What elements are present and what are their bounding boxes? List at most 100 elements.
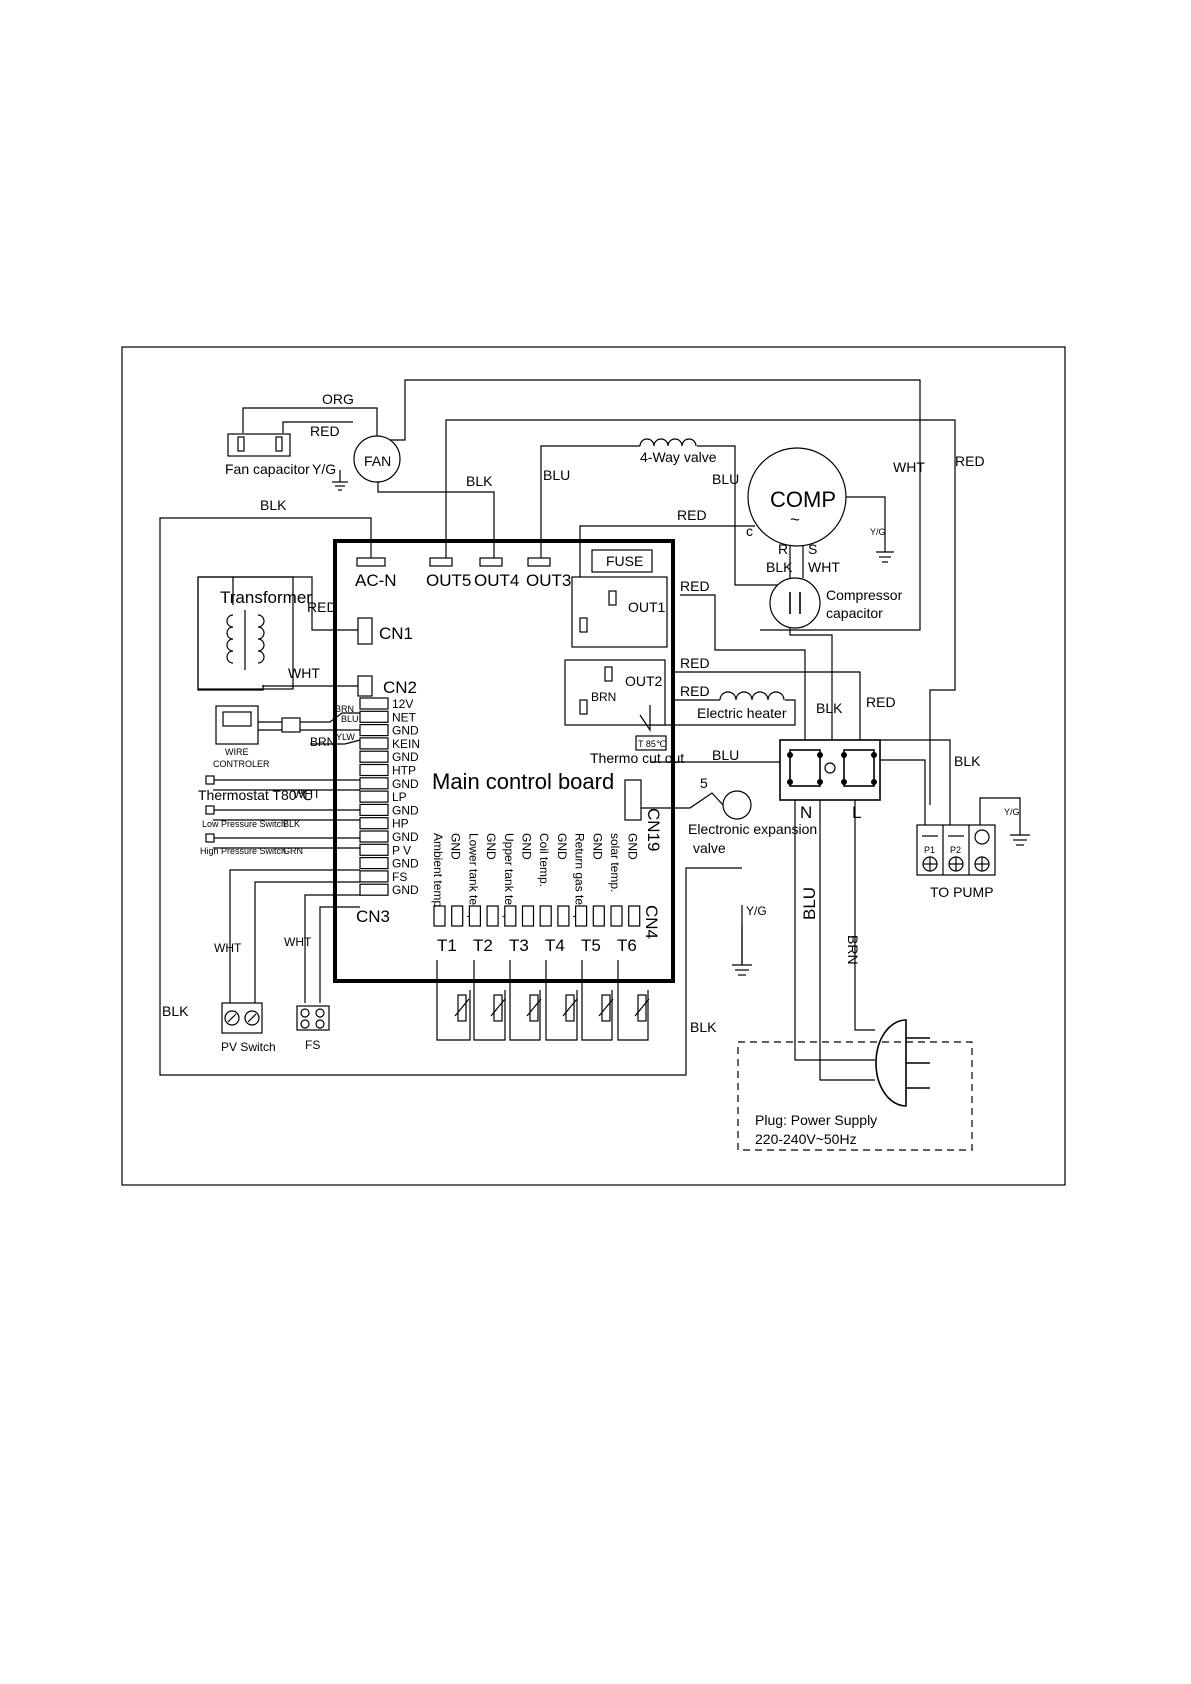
relay-out1 <box>571 576 668 648</box>
blu-vertical-label: BLU <box>800 887 819 920</box>
thermistor-arrow <box>526 998 542 1017</box>
cn2-wire-label: WHT <box>288 665 320 681</box>
thermistor-arrow <box>562 998 578 1017</box>
wire-controller-label-2: CONTROLER <box>213 759 270 769</box>
heater-coil-icon <box>719 691 785 701</box>
pv-switch <box>221 1002 263 1034</box>
sensor-pin-10 <box>610 905 623 927</box>
cn3-pin-12 <box>359 856 389 870</box>
thermistor-arrow <box>634 998 650 1017</box>
main-control-board <box>333 539 675 983</box>
blu-term-label: BLU <box>712 747 739 763</box>
cn3-pin-label: GND <box>392 777 419 791</box>
sensor-t6: T6 <box>617 936 637 955</box>
plug-power-supply-box <box>737 1041 973 1151</box>
cn3-pin-2 <box>359 723 389 737</box>
kein-wire-label: BRN <box>310 735 335 749</box>
cn3-pin-label: GND <box>392 803 419 817</box>
sensor-pin-1 <box>451 905 464 927</box>
thermostat-label: Thermostat T80℃ <box>198 787 312 803</box>
pv-wire-label: WHT <box>214 941 242 955</box>
heater-red-label: RED <box>680 683 710 699</box>
sensor-pin-label: GND <box>520 833 534 860</box>
term-blk-label: BLK <box>816 700 843 716</box>
cn3-pin-7 <box>359 790 389 803</box>
plug-label-1: Plug: Power Supply <box>755 1112 877 1128</box>
connector-cn19: CN19 <box>644 808 663 851</box>
connector-cn2: CN2 <box>383 678 417 697</box>
org-wire-label: ORG <box>322 391 354 407</box>
cn1-wire-label: RED <box>307 599 337 615</box>
cn3-pin-label: GND <box>392 750 419 764</box>
sensor-pin-label: GND <box>626 833 640 860</box>
terminal-l-label: L <box>852 803 861 822</box>
out3-wire-label: BLU <box>543 467 570 483</box>
pump-p1-label: P1 <box>924 845 935 855</box>
wire-controller-label-1: WIRE <box>225 747 249 757</box>
sensor-pin-9 <box>592 905 605 927</box>
comp-yg-label: Y/G <box>870 527 886 537</box>
sensor-pin-label: GND <box>555 833 569 860</box>
fs-label: FS <box>305 1038 320 1052</box>
eev-number: 5 <box>700 775 708 791</box>
comp-r-wire-label: BLK <box>766 559 793 575</box>
connector-out5: OUT5 <box>426 571 471 590</box>
comp-cap-label-1: Compressor <box>826 587 903 603</box>
sensor-pin-label: GND <box>590 833 604 860</box>
connector-out3: OUT3 <box>526 571 571 590</box>
plug-icon <box>875 1019 930 1107</box>
comp-pin-c: c <box>746 523 753 539</box>
pump-blk-label: BLK <box>954 753 981 769</box>
cn3-pin-label: KEIN <box>392 737 420 751</box>
comp-c-wire-label: RED <box>677 507 707 523</box>
low-pressure-label: Low Pressure Switch <box>202 819 286 829</box>
transformer-outline <box>197 576 294 690</box>
sensor-pin-label: GND <box>449 833 463 860</box>
thermo-cutout-box <box>635 735 667 751</box>
cn3-pin-label: 12V <box>392 697 413 711</box>
comp-cap-label-2: capacitor <box>826 605 883 621</box>
eev-label-2: valve <box>693 840 726 856</box>
fuse-label: FUSE <box>606 553 643 569</box>
plug-yg-label: Y/G <box>746 904 767 918</box>
thermo-cutout-rating: T 85℃ <box>638 739 666 749</box>
sensor-pin-5 <box>521 905 535 927</box>
ground-icon <box>876 551 894 563</box>
thermistor-arrow <box>598 998 614 1017</box>
cn3-pin-label: NET <box>392 710 417 724</box>
wht-right-label: WHT <box>893 459 925 475</box>
thermistor-arrow <box>490 998 506 1017</box>
cn3-pin-label: HP <box>392 817 409 831</box>
four-way-valve-label: 4-Way valve <box>640 449 717 465</box>
sensor-pin-label: Lower tank temp. <box>466 833 480 925</box>
connector-cn4: CN4 <box>642 905 661 939</box>
cn3-pin-0 <box>359 697 389 710</box>
out4-wire-label: BLK <box>466 473 493 489</box>
cn3-pin-label: GND <box>392 724 419 738</box>
sensor-pin-6 <box>539 905 552 927</box>
transformer-label: Transformer <box>220 588 312 607</box>
cn3-pin-10 <box>359 830 389 843</box>
sensor-t4: T4 <box>545 936 565 955</box>
electronic-expansion-valve <box>722 790 752 820</box>
ground-icon <box>1010 815 1030 846</box>
sensor-pin-label: Return gas temp. <box>573 833 587 925</box>
connector-cn1: CN1 <box>379 624 413 643</box>
sensor-wires <box>436 960 649 1041</box>
sensor-pin-4 <box>504 905 517 927</box>
thermostat-wire-label: WHT <box>293 787 321 801</box>
comp-pin-s: S <box>808 541 817 557</box>
ground-icon <box>732 964 752 976</box>
sensor-pin-label: solar temp. <box>608 833 622 892</box>
fan-yg-label: Y/G <box>312 461 336 477</box>
ground-icon <box>332 470 348 491</box>
comp-pin-r: R <box>778 541 788 557</box>
sensor-t2: T2 <box>473 936 493 955</box>
fan-red-label: RED <box>310 423 340 439</box>
cn3-pin-4 <box>359 750 389 763</box>
cn3-pin-label: GND <box>392 857 419 871</box>
